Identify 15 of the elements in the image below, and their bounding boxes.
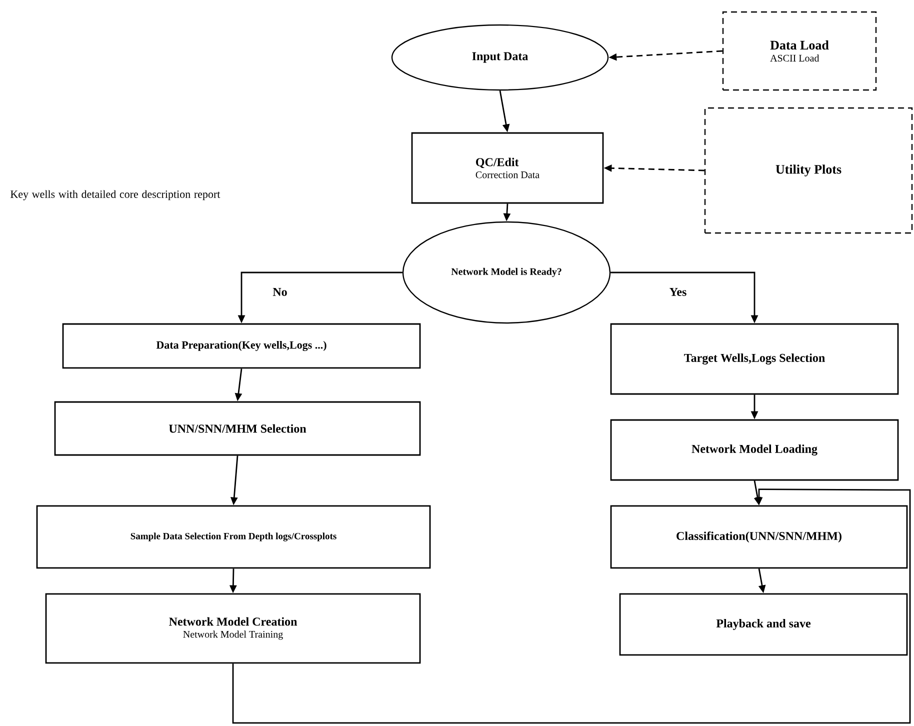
process-box: Target Wells,Logs Selection [610, 323, 899, 395]
process-box: Playback and save [619, 593, 908, 656]
source-box: Data Load ASCII Load [722, 11, 877, 91]
note-text: Key wells with detailed core description report [10, 190, 220, 200]
process-box: UNN/SNN/MHM Selection [54, 401, 421, 456]
process-box: Network Model Creation Network Model Training [45, 593, 421, 664]
process-box: Sample Data Selection From Depth logs/Crossplots [36, 505, 431, 569]
process-box: Classification(UNN/SNN/MHM) [610, 505, 908, 569]
process-box: Network Model Loading [610, 419, 899, 481]
edge-label: Yes [670, 288, 686, 296]
process-box: QC/Edit Correction Data [411, 132, 604, 204]
source-box: Utility Plots [704, 107, 913, 234]
arrow [232, 488, 911, 724]
process-box: Data Preparation(Key wells,Logs ...) [62, 323, 421, 369]
edge-label: No [272, 288, 287, 296]
